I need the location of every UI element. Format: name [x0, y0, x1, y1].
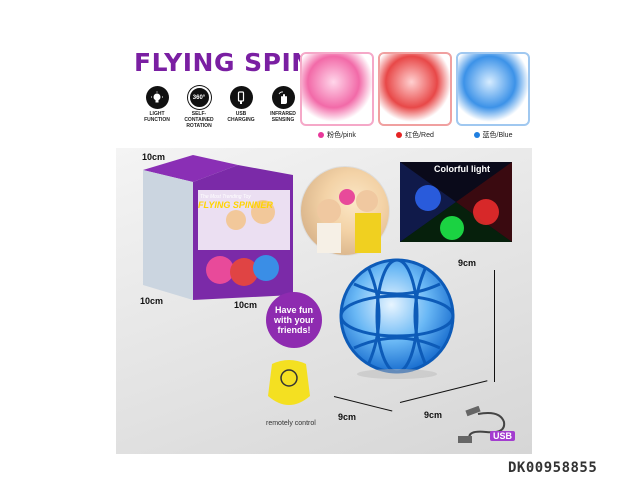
feature-sensing: INFRARED SENSING — [264, 86, 302, 129]
feature-label: USB CHARGING — [227, 111, 255, 123]
kids-playing-photo — [300, 166, 390, 256]
blue-spinner-ball-image — [334, 254, 460, 382]
hand-sensor-icon — [271, 86, 295, 109]
usb-cable-image — [456, 405, 518, 448]
box-depth-dimension: 10cm — [140, 296, 164, 306]
color-label: 粉色/pink — [327, 132, 356, 139]
feature-label: LIGHT FUNCTION — [144, 111, 170, 123]
colorful-light-label: Colorful light — [434, 164, 490, 174]
rotation-360-icon: 360° — [187, 86, 211, 109]
box-tagline: The Most Trending Toy — [200, 194, 251, 200]
package-box-image — [138, 150, 298, 306]
usb-icon — [229, 86, 253, 109]
bulb-icon — [145, 86, 169, 109]
feature-list: LIGHT FUNCTION 360° SELF-CONTAINED ROTAT… — [138, 86, 302, 129]
box-height-dimension: 10cm — [142, 152, 166, 162]
box-width-dimension: 10cm — [234, 300, 258, 310]
remote-label: remotely control — [266, 420, 316, 427]
box-brand: FLYING SPINNER — [198, 200, 273, 210]
usb-badge: USB — [490, 431, 516, 441]
color-label: 蓝色/Blue — [482, 132, 513, 139]
feature-label: INFRARED SENSING — [270, 111, 296, 123]
blue-ball-image — [456, 52, 530, 126]
color-label: 红色/Red — [405, 132, 434, 139]
feature-label: SELF-CONTAINED ROTATION — [184, 111, 214, 129]
pink-dot — [318, 132, 325, 138]
feature-light: LIGHT FUNCTION — [138, 86, 176, 129]
ball-depth-dimension: 9cm — [338, 412, 357, 422]
product-sku: DK00958855 — [508, 460, 598, 476]
color-variants: 粉色/pink 红色/Red 蓝色/Blue — [300, 52, 530, 140]
height-dimension-line — [494, 270, 495, 382]
color-option-blue: 蓝色/Blue — [456, 52, 530, 140]
colorful-light-panel: Colorful light — [400, 162, 512, 242]
ring-remote-image — [266, 356, 312, 414]
red-ball-image — [378, 52, 452, 126]
color-option-red: 红色/Red — [378, 52, 452, 140]
red-dot — [396, 132, 403, 138]
ball-width-dimension: 9cm — [424, 410, 443, 420]
blue-dot — [473, 132, 480, 138]
have-fun-sticker: Have fun with your friends! — [266, 292, 322, 348]
ball-height-dimension: 9cm — [458, 258, 477, 268]
pink-ball-image — [300, 52, 374, 126]
color-option-pink: 粉色/pink — [300, 52, 374, 140]
feature-rotation: 360° SELF-CONTAINED ROTATION — [180, 86, 218, 129]
feature-usb: USB CHARGING — [222, 86, 260, 129]
